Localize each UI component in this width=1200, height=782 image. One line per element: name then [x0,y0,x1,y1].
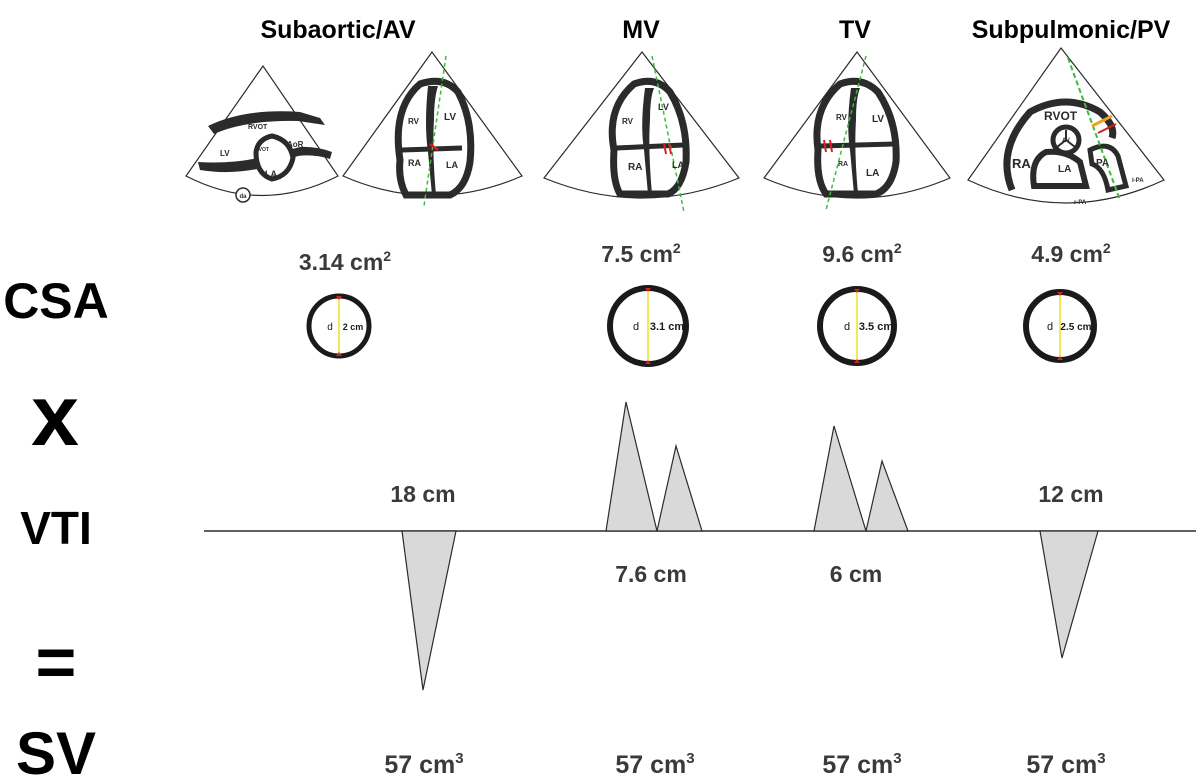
a4c-tv-ra-label: RA [838,161,848,168]
plax-aor-label: AoR [287,140,304,149]
doppler-envelope-mv-a-wave [656,443,703,532]
sv-value-tv: 57 cm3 [822,750,901,779]
csa-value-pv: 4.9 cm2 [1031,240,1111,267]
psax-lpa-label: l-PA [1132,178,1144,184]
a5c-ra-label: RA [408,158,421,168]
diameter-label-pv: 2.5 cm [1060,322,1091,333]
diameter-label-subaortic: 2 cm [343,322,364,332]
doppler-envelope-tv-e-wave [813,425,867,532]
csa-circle-mv: d 3.1 cm [607,285,689,367]
a5c-rv-label: RV [408,117,420,126]
doppler-envelope-pv [1039,530,1099,659]
echo-view-a4c-tv: RV LV RA LA [763,50,951,211]
psax-la-label: LA [1058,164,1071,175]
vti-value-mv: 7.6 cm [615,561,687,587]
echo-view-a4c-mv: LV RV RA LA [543,51,740,213]
a5c-lv-label: LV [444,112,456,123]
sv-value-subaortic: 57 cm3 [384,750,463,779]
psax-av-label: AV [1062,138,1070,144]
diameter-label-tv: 3.5 cm [859,321,893,333]
echo-view-a5c: RV LV RA LA [342,50,523,207]
diameter-symbol: d [844,321,850,333]
diameter-symbol: d [1047,321,1053,333]
a4c-mv-la-label: LA [672,160,684,170]
a4c-tv-la-label: LA [866,168,879,179]
row-label-sv: SV [16,720,96,782]
column-title-tv: TV [839,16,871,44]
diameter-symbol: d [327,322,333,333]
a5c-la-label: LA [446,160,458,170]
plax-la-label: LA [265,169,277,179]
column-title-subaortic: Subaortic/AV [260,16,415,44]
plax-lvot-label: LVOT [256,147,269,153]
doppler-envelope-tv-a-wave [865,458,909,532]
sv-value-pv: 57 cm3 [1026,750,1105,779]
diameter-label-mv: 3.1 cm [650,321,684,333]
vti-value-subaortic: 18 cm [390,481,455,507]
vti-value-tv: 6 cm [830,561,882,587]
plax-lv-label: LV [220,149,230,158]
echo-view-psax: RVOT AV RA LA PA l-PA r-PA [967,46,1165,206]
column-title-mv: MV [622,16,660,44]
column-title-subpulmonic: Subpulmonic/PV [972,16,1171,44]
plax-da-label: da [239,194,247,200]
csa-value-tv: 9.6 cm2 [822,240,902,267]
csa-circle-tv: d 3.5 cm [817,286,897,366]
row-label-vti: VTI [20,502,92,554]
plax-rvot-label: RVOT [248,124,268,131]
csa-circle-pv: d 2.5 cm [1023,289,1097,363]
vti-value-pv: 12 cm [1038,481,1103,507]
csa-value-mv: 7.5 cm2 [601,240,681,267]
doppler-envelope-subaortic [401,530,457,691]
doppler-envelope-mv-e-wave [605,401,658,532]
sv-value-mv: 57 cm3 [615,750,694,779]
row-label-equals: = [36,623,77,701]
row-label-csa: CSA [3,273,109,329]
a4c-tv-lv-label: LV [872,114,884,125]
diameter-symbol: d [633,321,639,333]
psax-ra-label: RA [1012,156,1031,171]
a4c-mv-rv-label: RV [622,117,634,126]
a4c-mv-ra-label: RA [628,162,642,173]
psax-rpa-label: r-PA [1074,200,1087,206]
psax-rvot-label: RVOT [1044,109,1078,123]
row-label-times: x [31,368,79,464]
psax-pa-label: PA [1096,158,1109,169]
csa-value-subaortic: 3.14 cm2 [299,248,391,275]
a4c-tv-rv-label: RV [836,113,848,122]
a4c-mv-lv-label: LV [658,102,669,112]
echo-view-plax: RVOT LV LVOT AoR LA da [185,64,339,203]
csa-circle-subaortic: d 2 cm [306,293,372,359]
